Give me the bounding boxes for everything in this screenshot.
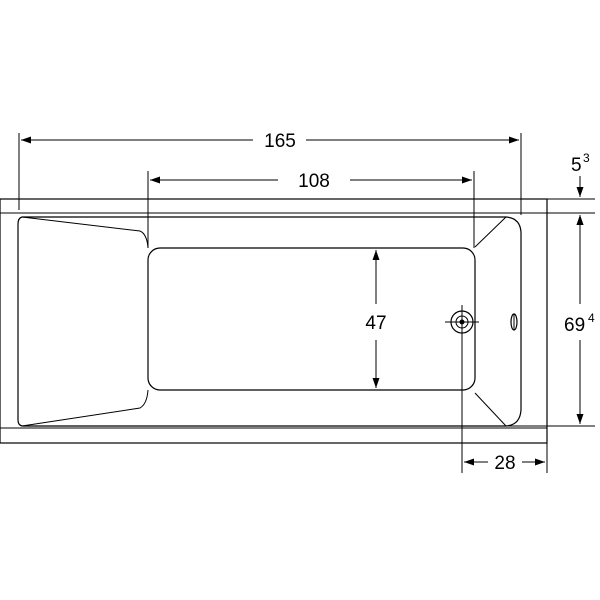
dim-overall-length-label: 165 — [264, 131, 296, 152]
dim-inner-length-label: 108 — [298, 171, 330, 192]
dim-rim-height-label: 5 — [571, 155, 582, 176]
dim-inner-length: 108 — [147, 171, 475, 248]
foot-bottom-slope — [474, 392, 507, 427]
dim-overall-width: 69 4 — [506, 212, 595, 427]
dim-rim-height: 5 3 — [547, 151, 595, 236]
overflow-icon — [510, 313, 518, 331]
headrest-top-slope — [21, 216, 149, 249]
dim-inner-width: 47 — [365, 250, 387, 388]
tub-floor — [147, 247, 476, 391]
dim-drain-offset: 28 — [461, 333, 548, 474]
tub-outer-outline — [0, 198, 548, 444]
foot-top-slope — [474, 216, 507, 248]
dim-overall-width-label: 69 — [564, 315, 585, 336]
dim-inner-width-label: 47 — [365, 313, 386, 334]
dim-drain-offset-label: 28 — [494, 453, 515, 474]
headrest-bottom-slope — [21, 389, 149, 427]
dim-rim-height-superscript: 3 — [583, 151, 590, 165]
dim-overall-length: 165 — [18, 131, 522, 215]
dim-overall-width-superscript: 4 — [588, 311, 595, 325]
